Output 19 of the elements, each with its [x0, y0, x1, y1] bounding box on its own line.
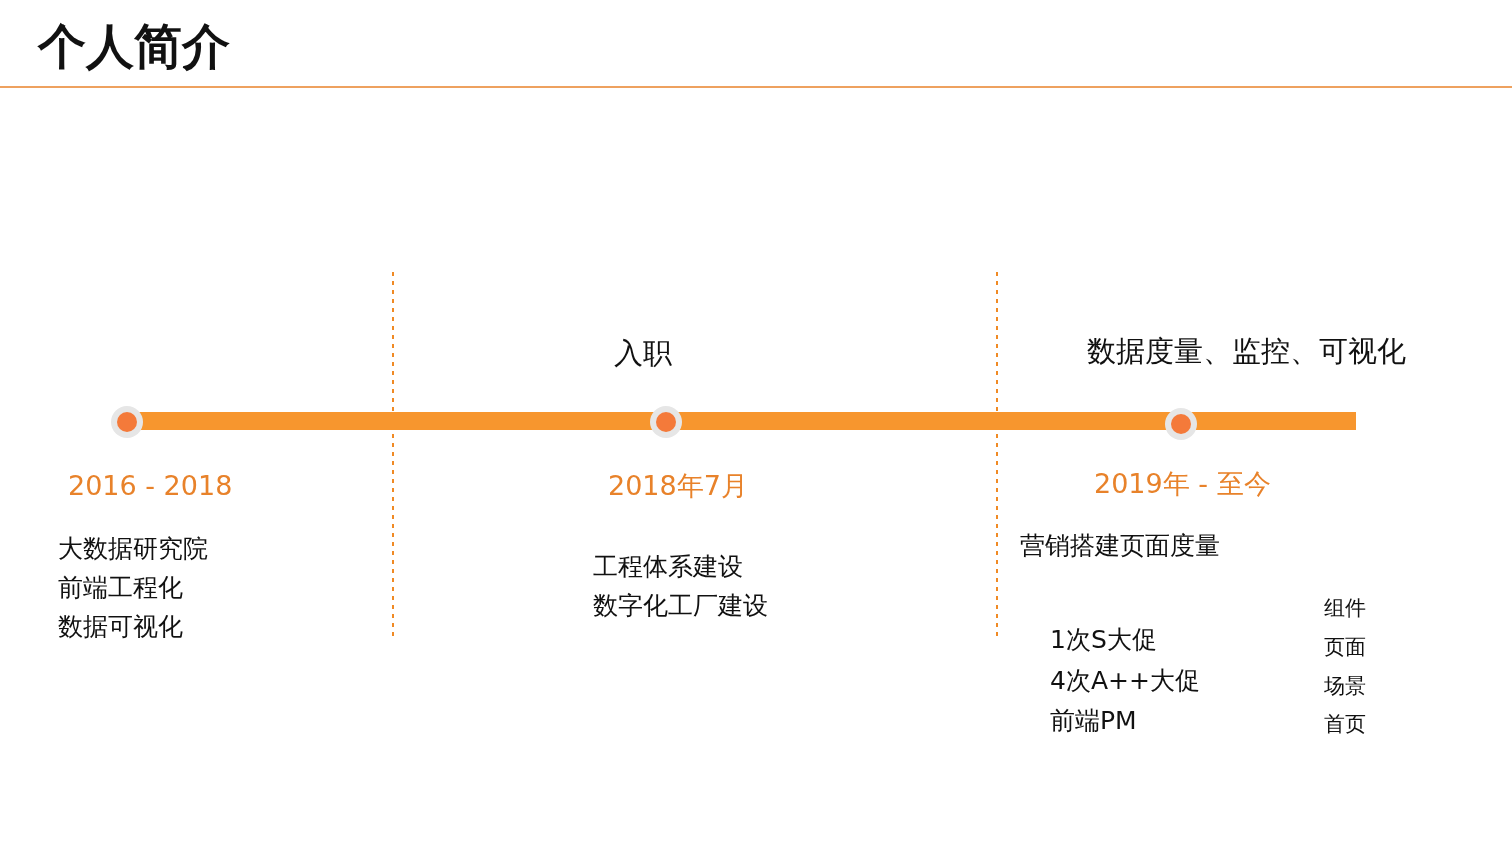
description-text: 场景 — [1324, 674, 1366, 700]
period-heading: 数据度量、监控、可视化 — [1087, 334, 1406, 369]
description-text: 数字化工厂建设 — [593, 591, 768, 621]
period-heading: 入职 — [614, 336, 672, 371]
description-text: 首页 — [1324, 712, 1366, 738]
description-text: 1次S大促 — [1050, 625, 1157, 655]
description-text: 前端工程化 — [58, 573, 183, 603]
slide-title: 个人简介 — [38, 18, 230, 76]
description-text: 组件 — [1324, 596, 1366, 622]
date-label: 2016 - 2018 — [68, 470, 233, 503]
description-text: 4次A++大促 — [1050, 666, 1200, 696]
description-text: 营销搭建页面度量 — [1020, 531, 1220, 561]
description-text: 大数据研究院 — [58, 534, 208, 564]
date-label: 2019年 - 至今 — [1094, 468, 1271, 501]
description-text: 数据可视化 — [58, 612, 183, 642]
description-text: 页面 — [1324, 635, 1366, 661]
description-text: 前端PM — [1050, 706, 1137, 736]
date-label: 2018年7月 — [608, 470, 748, 503]
description-text: 工程体系建设 — [593, 552, 743, 582]
